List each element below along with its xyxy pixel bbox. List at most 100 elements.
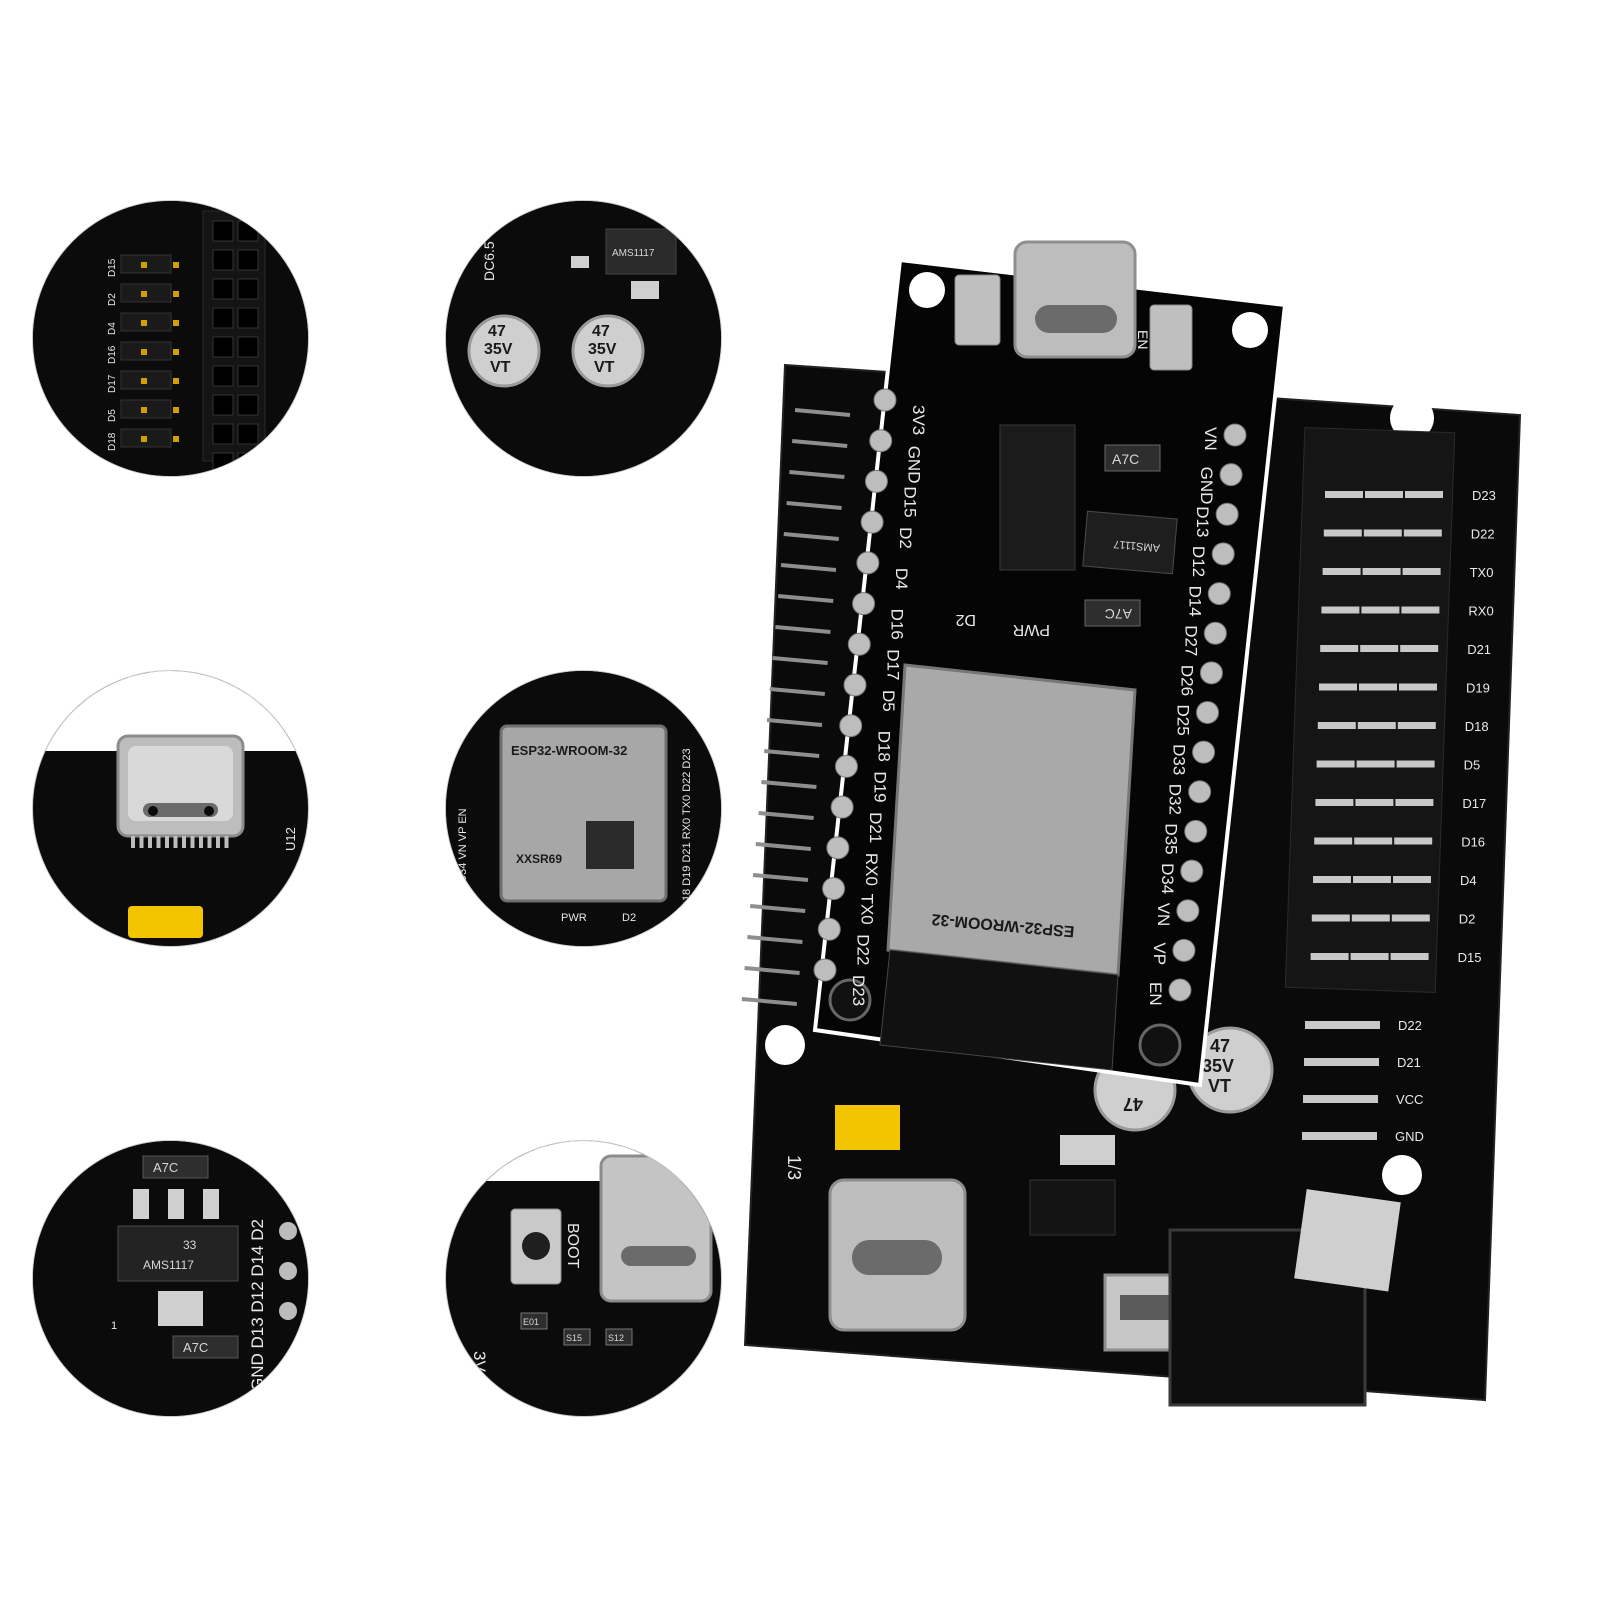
detail-circle-usbc: U12 bbox=[32, 670, 309, 947]
pin bbox=[173, 291, 179, 297]
pin bbox=[141, 320, 147, 326]
expansion-pin-label: D19 bbox=[1466, 681, 1490, 696]
usb-c-power-port bbox=[828, 1178, 967, 1332]
voltage-mark: 1/3 bbox=[784, 1155, 804, 1180]
header-socket bbox=[237, 220, 259, 242]
header-pin bbox=[758, 811, 814, 820]
d2-label: D2 bbox=[955, 611, 976, 628]
expansion-pin-label: D2 bbox=[1459, 912, 1476, 927]
expansion-pin-label: D15 bbox=[1458, 950, 1482, 965]
left-pin-label: D17 bbox=[883, 649, 902, 680]
pin-pad bbox=[1172, 938, 1196, 962]
pin-pad bbox=[834, 754, 858, 778]
header-socket bbox=[212, 394, 234, 416]
left-pin-label: D5 bbox=[879, 690, 898, 712]
i2c-pin-label: VCC bbox=[1396, 1092, 1423, 1107]
left-pin-label: D4 bbox=[892, 568, 911, 590]
header-pin bbox=[1316, 760, 1355, 768]
header-pin bbox=[1400, 645, 1439, 652]
header-pin bbox=[1322, 568, 1361, 575]
voltage-label: 3V bbox=[470, 1351, 489, 1372]
header-pin bbox=[1397, 722, 1436, 729]
header-pin bbox=[755, 842, 811, 851]
usb-pin bbox=[224, 836, 229, 848]
ams1117-regulator: 33 AMS1117 bbox=[117, 1189, 239, 1326]
pin-pad bbox=[847, 632, 871, 656]
header-pin bbox=[747, 935, 803, 944]
header-pin bbox=[1323, 529, 1362, 537]
pin bbox=[141, 436, 147, 442]
right-pin-label: D14 bbox=[1185, 586, 1204, 617]
esp32-expansion-board: G V S D23D22TX0RX0D21D19D18D5D17D16D4D2D… bbox=[741, 240, 1522, 1407]
detail-circle-module: ESP32-WROOM-32 XXSR69 D35 D34 VN VP EN D… bbox=[445, 670, 722, 947]
svg-text:VT: VT bbox=[490, 359, 511, 376]
regulator-label: AMS1117 bbox=[1113, 538, 1161, 554]
svg-text:35V: 35V bbox=[484, 341, 513, 358]
usb-c-port bbox=[116, 734, 245, 838]
header-pin bbox=[1395, 799, 1434, 806]
header-pin bbox=[764, 749, 820, 758]
i2c-pin-label: D22 bbox=[1398, 1018, 1422, 1033]
capacitor-2: 47 35V VT bbox=[571, 314, 645, 388]
pin bbox=[173, 436, 179, 442]
header-pin bbox=[1365, 491, 1403, 498]
header-socket bbox=[212, 249, 234, 271]
right-pin-label: D12 bbox=[1189, 546, 1208, 577]
module-pwr-label: PWR bbox=[561, 912, 587, 924]
pin bbox=[173, 320, 179, 326]
pin-pad bbox=[864, 469, 888, 493]
pin-pad bbox=[826, 836, 850, 860]
header-socket bbox=[237, 452, 259, 474]
header-pin bbox=[1314, 837, 1353, 845]
header-pin bbox=[1302, 1132, 1377, 1140]
right-pin-label: D32 bbox=[1166, 784, 1185, 815]
pin-pad bbox=[817, 917, 841, 941]
expansion-pin-label: TX0 bbox=[1470, 565, 1494, 580]
left-pin-label: D18 bbox=[875, 731, 894, 762]
usb-pin bbox=[165, 836, 169, 848]
left-pin-label: D23 bbox=[849, 975, 868, 1006]
header-socket bbox=[212, 307, 234, 329]
usb-c-port-top bbox=[1013, 240, 1137, 359]
pin bbox=[141, 262, 147, 268]
header-pin-label: D4 bbox=[107, 322, 118, 335]
expansion-pin-label: D23 bbox=[1472, 488, 1496, 503]
header-pin bbox=[1362, 568, 1401, 575]
svg-text:E01: E01 bbox=[523, 1317, 539, 1327]
u12-label: U12 bbox=[283, 827, 298, 851]
header-socket bbox=[237, 249, 259, 271]
header-pin bbox=[1315, 799, 1354, 806]
expansion-pin-label: D22 bbox=[1471, 527, 1495, 542]
pin-pad bbox=[1168, 978, 1192, 1002]
usb-pin bbox=[131, 836, 135, 848]
svg-text:47: 47 bbox=[592, 323, 610, 340]
i2c-pin-label: D21 bbox=[1397, 1055, 1421, 1070]
header-pin bbox=[789, 470, 845, 479]
expansion-pin-label: D5 bbox=[1464, 758, 1481, 773]
header-pin bbox=[750, 904, 806, 913]
pin-pad bbox=[1199, 661, 1223, 685]
boot-button bbox=[954, 274, 1001, 346]
header-socket bbox=[237, 278, 259, 300]
header-pin bbox=[1319, 683, 1357, 691]
module-pins-right: D18 D19 D21 RX0 TX0 D22 D23 bbox=[681, 748, 693, 909]
header-pin bbox=[1360, 645, 1399, 652]
header-pin bbox=[1402, 568, 1441, 575]
header-pin bbox=[1311, 914, 1350, 922]
header-pin bbox=[780, 563, 837, 572]
pwr-label: PWR bbox=[1013, 621, 1050, 638]
i2c-pin-label: GND bbox=[1395, 1129, 1424, 1144]
header-pin bbox=[1325, 491, 1363, 498]
a7c-label: A7C bbox=[1105, 606, 1132, 622]
pin-pad bbox=[1196, 701, 1219, 724]
header-pin bbox=[778, 594, 834, 603]
header-pin bbox=[769, 687, 825, 696]
expansion-pin-label: D16 bbox=[1461, 835, 1485, 850]
header-pin bbox=[1355, 799, 1394, 806]
pin-pad bbox=[1207, 582, 1231, 606]
header-pin bbox=[1396, 760, 1435, 768]
usb-pin bbox=[156, 836, 161, 848]
detail-circle-regulator: A7C 33 AMS1117 1 A7C GND D13 D12 D14 D2 bbox=[32, 1140, 309, 1417]
svg-text:AMS1117: AMS1117 bbox=[143, 1258, 194, 1272]
